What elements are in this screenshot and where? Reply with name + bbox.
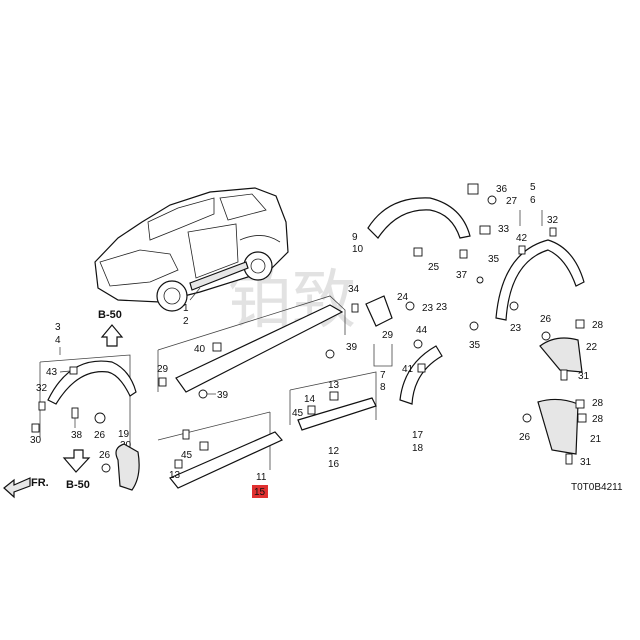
label-35b: 35 — [469, 340, 481, 351]
label-22: 22 — [586, 342, 598, 353]
label-35: 35 — [488, 254, 500, 265]
label-28a: 28 — [592, 320, 604, 331]
label-27: 27 — [506, 196, 518, 207]
front-direction-arrow-icon — [3, 477, 31, 499]
label-42: 42 — [516, 233, 528, 244]
label-32b: 32 — [547, 215, 559, 226]
label-25: 25 — [428, 262, 440, 273]
label-2: 2 — [183, 316, 189, 327]
label-45b: 45 — [292, 408, 304, 419]
label-13a: 13 — [169, 470, 181, 481]
label-41: 41 — [402, 364, 414, 375]
door-garnish-rear — [297, 397, 377, 431]
label-13b: 13 — [328, 380, 340, 391]
label-10: 10 — [352, 244, 364, 255]
label-34: 34 — [348, 284, 360, 295]
fender-flare-rear — [495, 239, 585, 321]
side-sill-lower — [169, 431, 283, 489]
arrow-down-icon — [62, 449, 91, 473]
label-23a: 23 — [422, 303, 434, 314]
highlight-15-marker — [252, 485, 268, 498]
mud-guard-front — [115, 443, 140, 491]
label-23b-left: 23 — [436, 302, 448, 313]
arrow-up-icon — [100, 324, 124, 347]
label-30: 30 — [30, 435, 42, 446]
label-18: 18 — [412, 443, 424, 454]
label-1: 1 — [183, 303, 189, 314]
label-36: 36 — [496, 184, 508, 195]
side-sill-garnish — [175, 304, 344, 393]
label-37: 37 — [456, 270, 468, 281]
label-15: 15 — [254, 487, 266, 498]
label-16: 16 — [328, 459, 340, 470]
label-5: 5 — [530, 182, 536, 193]
label-19: 19 — [118, 429, 130, 440]
label-21: 21 — [590, 434, 602, 445]
mud-guard-rear-lower — [537, 398, 579, 455]
mud-guard-rear-upper — [539, 337, 583, 373]
label-11: 11 — [256, 472, 267, 483]
label-40: 40 — [194, 344, 206, 355]
label-29a: 29 — [157, 364, 169, 375]
front-label: FR. — [31, 477, 49, 489]
label-29b: 29 — [382, 330, 394, 341]
label-39a: 39 — [217, 390, 229, 401]
label-14b: 14 — [304, 394, 316, 405]
diagram-code: T0T0B4211 — [571, 482, 623, 493]
label-8: 8 — [380, 382, 386, 393]
label-3: 3 — [55, 322, 61, 333]
fender-flare-front — [47, 360, 137, 405]
label-12: 12 — [328, 446, 340, 457]
label-6: 6 — [530, 195, 536, 206]
label-4: 4 — [55, 335, 61, 346]
label-33: 33 — [498, 224, 510, 235]
label-38: 38 — [71, 430, 83, 441]
label-26c: 26 — [540, 314, 552, 325]
label-7: 7 — [380, 370, 386, 381]
label-26a: 26 — [94, 430, 106, 441]
inner-fender-front — [367, 197, 471, 239]
label-17: 17 — [412, 430, 424, 441]
label-31b: 31 — [580, 457, 592, 468]
label-28b: 28 — [592, 414, 604, 425]
ref-b50-top: B-50 — [98, 309, 122, 321]
label-23b: 23 — [510, 323, 522, 334]
ref-b50-bottom: B-50 — [66, 479, 90, 491]
label-32a: 32 — [36, 383, 48, 394]
label-43: 43 — [46, 367, 58, 378]
label-44: 44 — [416, 325, 428, 336]
label-45a: 45 — [181, 450, 193, 461]
label-9: 9 — [352, 232, 358, 243]
label-26d: 26 — [519, 432, 531, 443]
label-26b: 26 — [99, 450, 111, 461]
label-39b: 39 — [346, 342, 358, 353]
label-24: 24 — [397, 292, 409, 303]
inner-fender-rear — [399, 345, 443, 405]
label-31a: 31 — [578, 371, 590, 382]
label-28b-top: 28 — [592, 398, 604, 409]
vehicle-illustration — [94, 187, 289, 312]
